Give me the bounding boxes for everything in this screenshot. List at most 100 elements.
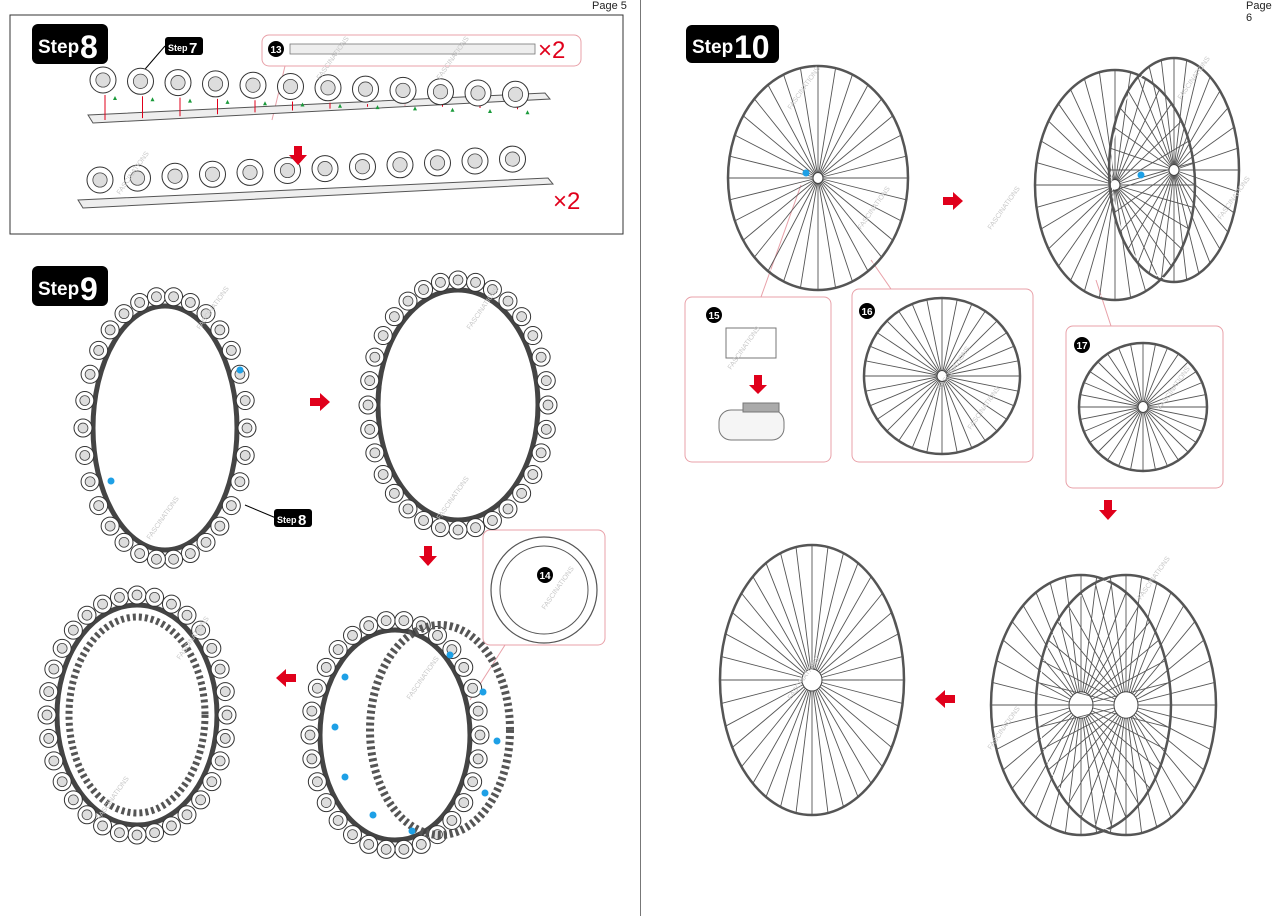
pod-window — [79, 395, 91, 406]
pod-window — [311, 776, 323, 788]
page-number: Page 5 — [592, 0, 627, 12]
pod-window — [540, 424, 552, 435]
wheel-spoke — [1080, 704, 1113, 828]
pod-window — [93, 500, 105, 511]
gondola-pod — [114, 532, 134, 552]
gondola-pod — [77, 605, 97, 625]
svg-text:Step: Step — [277, 515, 297, 525]
wheel-spoke — [729, 177, 819, 201]
wheel-spoke — [817, 177, 869, 272]
gondola-pod — [376, 611, 396, 631]
gondola-pod — [100, 320, 120, 340]
pod-window — [166, 598, 177, 610]
rail-bottom — [77, 177, 555, 209]
blue-dot-marker — [341, 673, 349, 681]
pod-window — [184, 297, 196, 308]
green-marker-icon — [263, 101, 267, 106]
wheel-spoke — [911, 303, 943, 377]
gondola-pod — [384, 307, 404, 327]
pod-window — [504, 151, 521, 167]
wheel-spoke — [1142, 344, 1156, 408]
wheel-spoke — [941, 375, 958, 453]
ring-truss — [90, 303, 240, 553]
wheel-spoke — [811, 553, 844, 681]
blue-dot-marker — [446, 651, 454, 659]
pod-window — [527, 469, 539, 480]
pod-window — [392, 157, 408, 173]
pod-window — [166, 820, 177, 832]
step8-frame — [9, 14, 624, 235]
wheel-spoke — [941, 360, 1019, 377]
row-multiplier: ×2 — [553, 188, 580, 215]
gondola-pod — [343, 825, 362, 845]
part-17-wheel — [1077, 341, 1209, 473]
pod-window — [452, 524, 464, 536]
down-arrow-icon — [419, 546, 437, 566]
pod-window — [48, 755, 60, 767]
wheel-spoke — [811, 562, 859, 681]
gondola-pod — [466, 518, 486, 538]
gondola-pod — [52, 772, 72, 792]
gondola-pod — [482, 280, 502, 300]
wheel-spoke — [1142, 394, 1206, 408]
watermark-text: FASCINATIONS — [987, 185, 1022, 231]
wheel-spoke — [1049, 704, 1082, 828]
pod-window — [363, 839, 375, 850]
wheel-spoke — [1142, 406, 1156, 470]
gondola-pod — [93, 816, 113, 836]
wheel-spoke — [869, 375, 943, 407]
wheel-spoke — [732, 612, 813, 681]
wheel-spoke — [741, 679, 813, 768]
green-marker-icon — [413, 106, 417, 111]
wheel-spoke — [1040, 184, 1116, 230]
wheel-spoke — [898, 310, 943, 377]
pod-window — [389, 311, 400, 322]
wheel-spoke — [811, 679, 844, 807]
gondola-pod — [89, 340, 109, 360]
wheel-spoke — [1094, 704, 1127, 828]
wheel-spoke — [1048, 184, 1116, 250]
svg-text:10: 10 — [734, 29, 770, 65]
wheel-spoke — [941, 375, 1008, 420]
pod-window — [43, 686, 55, 697]
wheel-spoke — [783, 74, 819, 179]
gondola-pod — [236, 158, 264, 186]
wheel-spoke — [811, 656, 903, 681]
gondola-pod — [191, 620, 211, 640]
page-5: Page 5 Step 8 Step 7 13 ×2 ×2 — [9, 0, 627, 859]
pod-window — [380, 615, 392, 626]
pod-window — [93, 345, 105, 356]
gondola-pod — [202, 638, 222, 658]
pod-window — [131, 829, 143, 841]
right-page-illustrations: Step 10 15 16 17 FASCINATI — [684, 25, 1252, 837]
page-6: Page 6 Step 10 15 16 17 — [641, 0, 1280, 916]
wheel-spoke — [1070, 184, 1116, 281]
wheel-hub — [1168, 164, 1180, 176]
pod-window — [474, 729, 486, 741]
pod-window — [214, 520, 226, 532]
wheel-spoke — [1125, 582, 1158, 706]
pod-window — [81, 609, 93, 621]
gondola-pod — [191, 790, 211, 810]
pod-window — [68, 624, 79, 636]
gondola-pod — [302, 749, 322, 769]
wheel-spoke — [1080, 582, 1113, 706]
pod-window — [79, 450, 91, 461]
pod-window — [239, 395, 251, 406]
wheel-spoke — [721, 656, 813, 681]
wheel-spoke — [898, 375, 943, 442]
pod-window — [467, 776, 479, 788]
pod-window — [149, 827, 160, 839]
wheel-spoke — [1083, 184, 1116, 292]
wheel-spoke — [1125, 660, 1211, 706]
gondola-pod — [328, 640, 348, 660]
gondola-pod — [177, 605, 197, 625]
gondola-pod — [463, 678, 483, 698]
gondola-pod — [538, 395, 558, 415]
ring-truss-inner — [61, 609, 213, 821]
gondola-pod — [196, 304, 216, 324]
wheel-spoke — [1114, 184, 1172, 267]
gondola-pod — [73, 418, 93, 438]
part-16-callout: 16 — [851, 259, 1034, 463]
wheel-spoke — [1097, 361, 1144, 408]
